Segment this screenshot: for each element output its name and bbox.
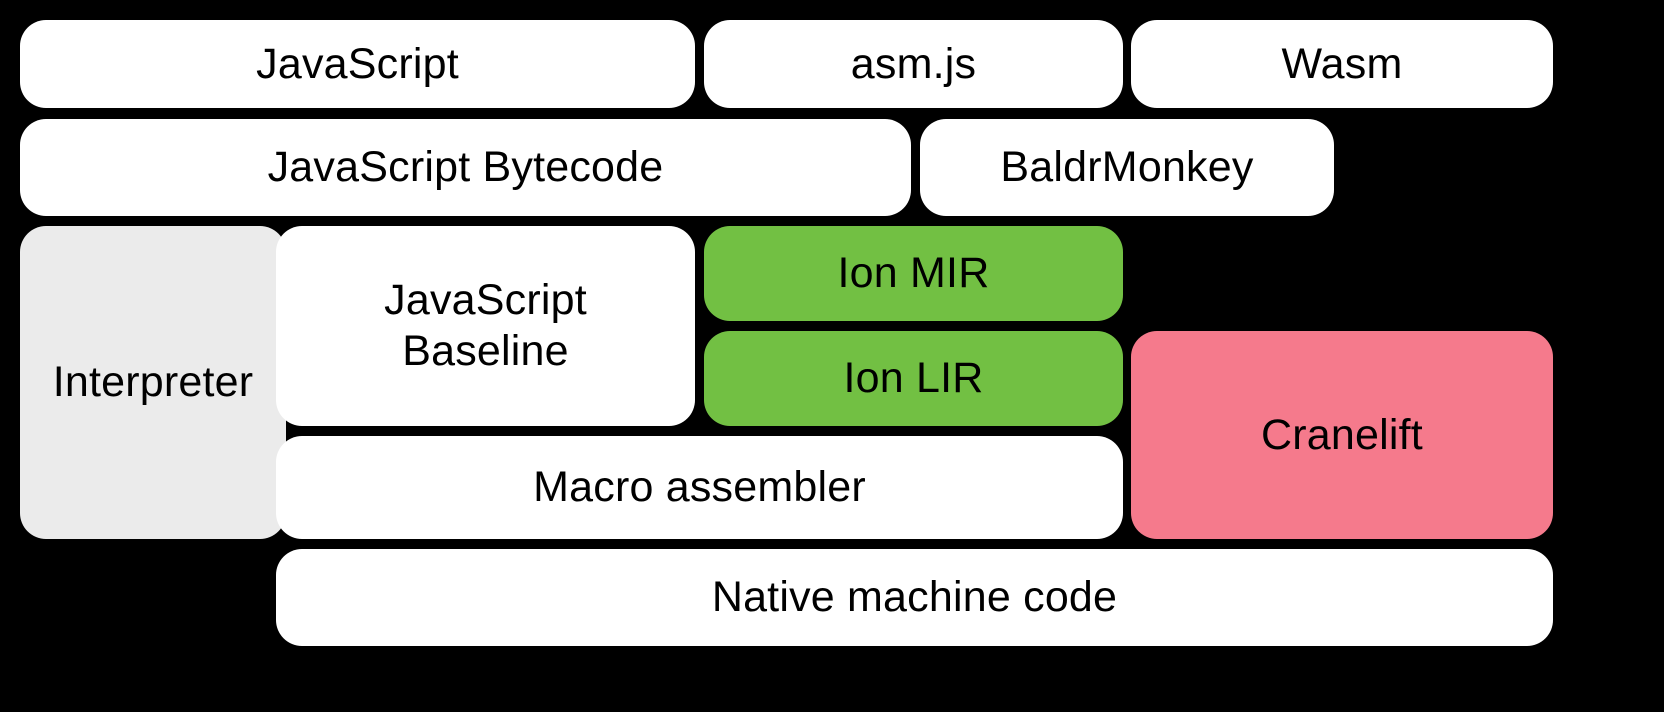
node-interpreter: Interpreter <box>20 226 286 539</box>
node-cranelift: Cranelift <box>1131 331 1553 539</box>
node-ion-mir: Ion MIR <box>704 226 1123 321</box>
node-javascript-baseline: JavaScript Baseline <box>276 226 695 426</box>
node-wasm: Wasm <box>1131 20 1553 108</box>
node-native-machine-code: Native machine code <box>276 549 1553 646</box>
node-macro-assembler: Macro assembler <box>276 436 1123 539</box>
node-asmjs: asm.js <box>704 20 1123 108</box>
node-javascript-bytecode: JavaScript Bytecode <box>20 119 911 216</box>
node-baldrmonkey: BaldrMonkey <box>920 119 1334 216</box>
node-javascript: JavaScript <box>20 20 695 108</box>
node-ion-lir: Ion LIR <box>704 331 1123 426</box>
